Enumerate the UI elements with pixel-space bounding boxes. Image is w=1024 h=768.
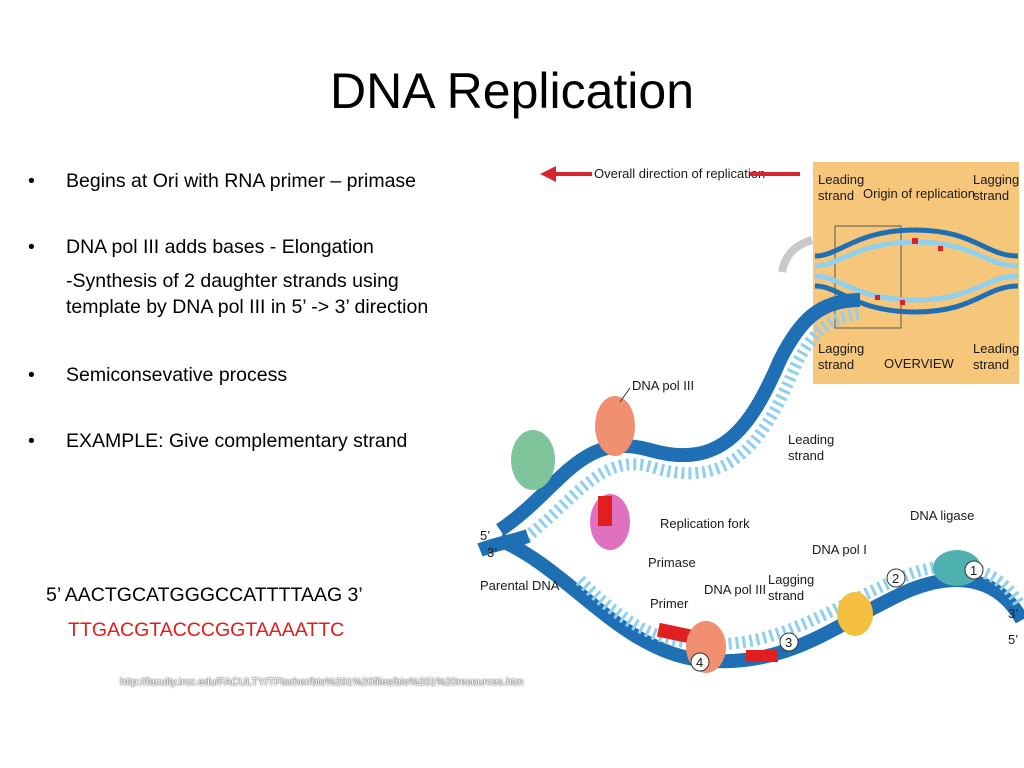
leading-strand <box>496 293 863 547</box>
zoom-arrow-icon <box>778 236 814 273</box>
overall-direction-arrow: Overall direction of replication <box>540 166 800 182</box>
five-prime-left-label: 5’ <box>480 528 490 543</box>
replication-fork-primer <box>598 496 612 526</box>
dna-ligase-label: DNA ligase <box>910 508 974 523</box>
dna-pol-i-label: DNA pol I <box>812 542 867 557</box>
bullet-symbol: • <box>28 430 35 452</box>
bullet-list: • Begins at Ori with RNA primer – primas… <box>28 168 458 454</box>
step-markers: 4 3 2 1 <box>690 560 984 672</box>
source-citation-link[interactable]: http://faculty.ircc.edu/FACULTY/TFischer… <box>120 676 524 688</box>
bullet-text: Begins at Ori with RNA primer – primase <box>66 170 417 192</box>
primer-label: Primer <box>650 596 689 611</box>
parental-dna-strand <box>477 529 531 557</box>
bullet-symbol: • <box>28 364 35 386</box>
three-prime-right-label: 3’ <box>1008 606 1018 621</box>
overview-origin-label: Origin of replication <box>863 186 975 201</box>
step-3-label: 3 <box>785 635 792 650</box>
bullet-text: Semiconsevative process <box>66 364 288 386</box>
bullet-item: • EXAMPLE: Give complementary strand <box>28 428 458 454</box>
dna-replication-figure: Overall direction of replication Leading… <box>477 162 1024 673</box>
dna-pol-i-shape <box>837 592 873 636</box>
bullet-item: • Semiconsevative process <box>28 362 458 388</box>
replication-fork-label: Replication fork <box>660 516 750 531</box>
dna-sequence: 5’ AACTGCATGGGCCATTTTAAG 3’ <box>46 584 363 606</box>
step-4-label: 4 <box>696 655 703 670</box>
five-prime-right-label: 5’ <box>1008 632 1018 647</box>
parental-dna-label: Parental DNA <box>480 578 560 593</box>
slide-title: DNA Replication <box>329 63 695 119</box>
complementary-strand-answer: TTGACGTACCCGGTAAAATTC <box>68 619 345 641</box>
bullet-text: EXAMPLE: Give complementary strand <box>66 430 408 452</box>
overall-direction-label: Overall direction of replication <box>594 166 765 181</box>
dna-pol-iii-top-label: DNA pol III <box>632 378 694 393</box>
bullet-symbol: • <box>28 170 35 192</box>
step-2-label: 2 <box>892 571 899 586</box>
bullet-item: • Begins at Ori with RNA primer – primas… <box>28 168 458 194</box>
dna-pol-iii-bottom-label: DNA pol III <box>704 582 766 597</box>
dna-pol-iii-top-shape <box>595 396 635 456</box>
overview-caption: OVERVIEW <box>884 356 955 371</box>
primase-label: Primase <box>648 555 696 570</box>
bullet-text: DNA pol III adds bases - Elongation <box>66 236 374 258</box>
bullet-subtext: -Synthesis of 2 daughter strands using t… <box>66 270 429 318</box>
three-prime-left-label: 3’ <box>487 545 497 560</box>
helicase-shape <box>511 430 555 490</box>
bullet-item: • DNA pol III adds bases - Elongation <box>28 234 458 260</box>
bullet-symbol: • <box>28 236 35 258</box>
step-1-label: 1 <box>970 563 977 578</box>
